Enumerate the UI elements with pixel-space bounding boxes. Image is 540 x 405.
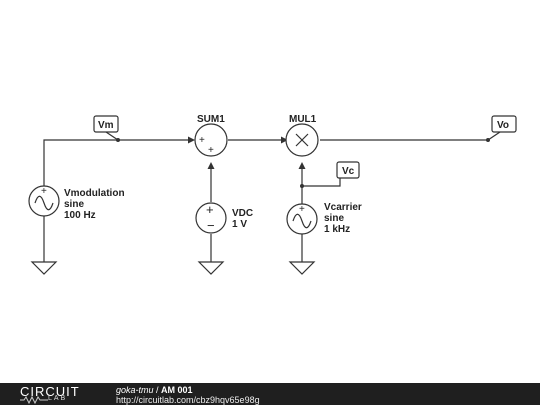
- junction-vc: [300, 184, 304, 188]
- vcar-freq: 1 kHz: [324, 224, 350, 235]
- vo-tag[interactable]: [491, 115, 517, 133]
- sum-block[interactable]: [194, 123, 228, 157]
- vo-tag-text: Vo: [497, 120, 509, 131]
- mul-label: MUL1: [289, 114, 317, 125]
- vmod-type: sine: [64, 199, 84, 210]
- wire-vmod-top: [43, 139, 192, 186]
- arrow-into-mul: [281, 136, 288, 144]
- logo-text-top: CIRCUIT: [20, 384, 80, 399]
- mul-times-b: [295, 133, 309, 147]
- vm-tag[interactable]: [93, 115, 119, 133]
- circuit-title[interactable]: AM 001: [161, 385, 193, 395]
- wire-vm-tag: [105, 131, 119, 141]
- logo-resistor-icon: [20, 396, 48, 404]
- circuitlab-logo[interactable]: CIRCUIT LAB: [20, 384, 112, 404]
- sum-plus-left: +: [199, 135, 205, 146]
- ground-vdc: [197, 261, 225, 275]
- svg-text:−: −: [207, 218, 215, 233]
- vdc-value: 1 V: [232, 219, 247, 230]
- arrow-vdc-up: [207, 162, 215, 169]
- junction-vo: [486, 138, 490, 142]
- ground-vcar: [288, 261, 316, 275]
- vc-tag[interactable]: [336, 161, 360, 179]
- vdc-name: VDC: [232, 208, 253, 219]
- footer-bar: CIRCUIT LAB goka-tmu / AM 001 http://cir…: [0, 383, 540, 405]
- author-link[interactable]: goka-tmu: [116, 385, 154, 395]
- circuit-meta: goka-tmu / AM 001 http://circuitlab.com/…: [116, 385, 260, 405]
- meta-separator: /: [153, 385, 162, 395]
- vmodulation-source[interactable]: +: [28, 185, 60, 217]
- schematic: + + SUM1 MUL1 + Vmodulation sine 100 Hz …: [28, 114, 517, 275]
- circuit-url[interactable]: http://circuitlab.com/cbz9hqv65e98g: [116, 395, 260, 405]
- sum-plus-bottom: +: [208, 145, 214, 156]
- wire-vc-tap: [302, 178, 341, 187]
- svg-text:+: +: [299, 204, 305, 215]
- vcarrier-source[interactable]: +: [286, 203, 318, 235]
- vdc-source[interactable]: + −: [195, 202, 227, 234]
- ground-vmod: [30, 261, 58, 275]
- vcar-name: Vcarrier: [324, 202, 362, 213]
- vm-tag-text: Vm: [98, 120, 114, 131]
- vcar-type: sine: [324, 213, 344, 224]
- vc-tag-text: Vc: [342, 166, 355, 177]
- svg-text:+: +: [206, 202, 214, 217]
- arrow-into-sum: [188, 136, 195, 144]
- sum-label: SUM1: [197, 114, 225, 125]
- logo-text-bottom: LAB: [48, 395, 68, 402]
- vmod-name: Vmodulation: [64, 188, 125, 199]
- arrow-vcar-up: [298, 162, 306, 169]
- wire-vo-tag: [487, 131, 501, 141]
- vmod-freq: 100 Hz: [64, 210, 96, 221]
- svg-text:+: +: [41, 186, 47, 197]
- junction-vm: [116, 138, 120, 142]
